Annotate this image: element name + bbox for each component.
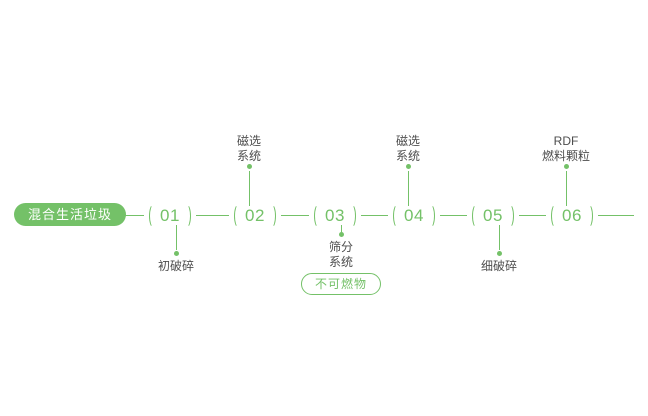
connector-dot	[406, 164, 411, 169]
left-arc	[149, 203, 158, 228]
step-label: 磁选 系统	[395, 134, 420, 163]
connector-dot	[497, 251, 502, 256]
right-arc	[584, 203, 593, 228]
connector-line	[341, 225, 342, 232]
step-number: 05	[483, 205, 503, 225]
right-arc	[505, 203, 514, 228]
connector-line	[249, 171, 250, 206]
timeline-line	[124, 215, 634, 216]
right-arc	[182, 203, 191, 228]
step-node: 06	[546, 202, 598, 229]
step-label: RDF 燃料颗粒	[541, 134, 590, 163]
step-number: 02	[245, 205, 265, 225]
start-label-pill: 混合生活垃圾	[14, 203, 127, 226]
connector-line	[408, 171, 409, 206]
step-label: 筛分 系统	[328, 240, 353, 269]
left-arc	[314, 203, 323, 228]
connector-dot	[564, 164, 569, 169]
step-node: 01	[144, 202, 196, 229]
step-node: 04	[388, 202, 440, 229]
connector-dot	[174, 251, 179, 256]
step-number: 04	[404, 205, 424, 225]
right-arc	[267, 203, 276, 228]
connector-line	[499, 225, 500, 250]
step-node: 03	[309, 202, 361, 229]
output-label-pill: 不可燃物	[300, 273, 382, 295]
step-label: 磁选 系统	[236, 134, 261, 163]
step-node: 02	[229, 202, 281, 229]
connector-dot	[339, 232, 344, 237]
step-label: 细破碎	[480, 259, 517, 273]
connector-dot	[247, 164, 252, 169]
left-arc	[234, 203, 243, 228]
left-arc	[393, 203, 402, 228]
connector-line	[176, 225, 177, 250]
step-label: 初破碎	[157, 259, 194, 273]
step-number: 01	[160, 205, 180, 225]
step-number: 06	[562, 205, 582, 225]
connector-line	[566, 171, 567, 206]
left-arc	[551, 203, 560, 228]
step-node: 05	[467, 202, 519, 229]
right-arc	[426, 203, 435, 228]
step-number: 03	[325, 205, 345, 225]
left-arc	[472, 203, 481, 228]
right-arc	[347, 203, 356, 228]
